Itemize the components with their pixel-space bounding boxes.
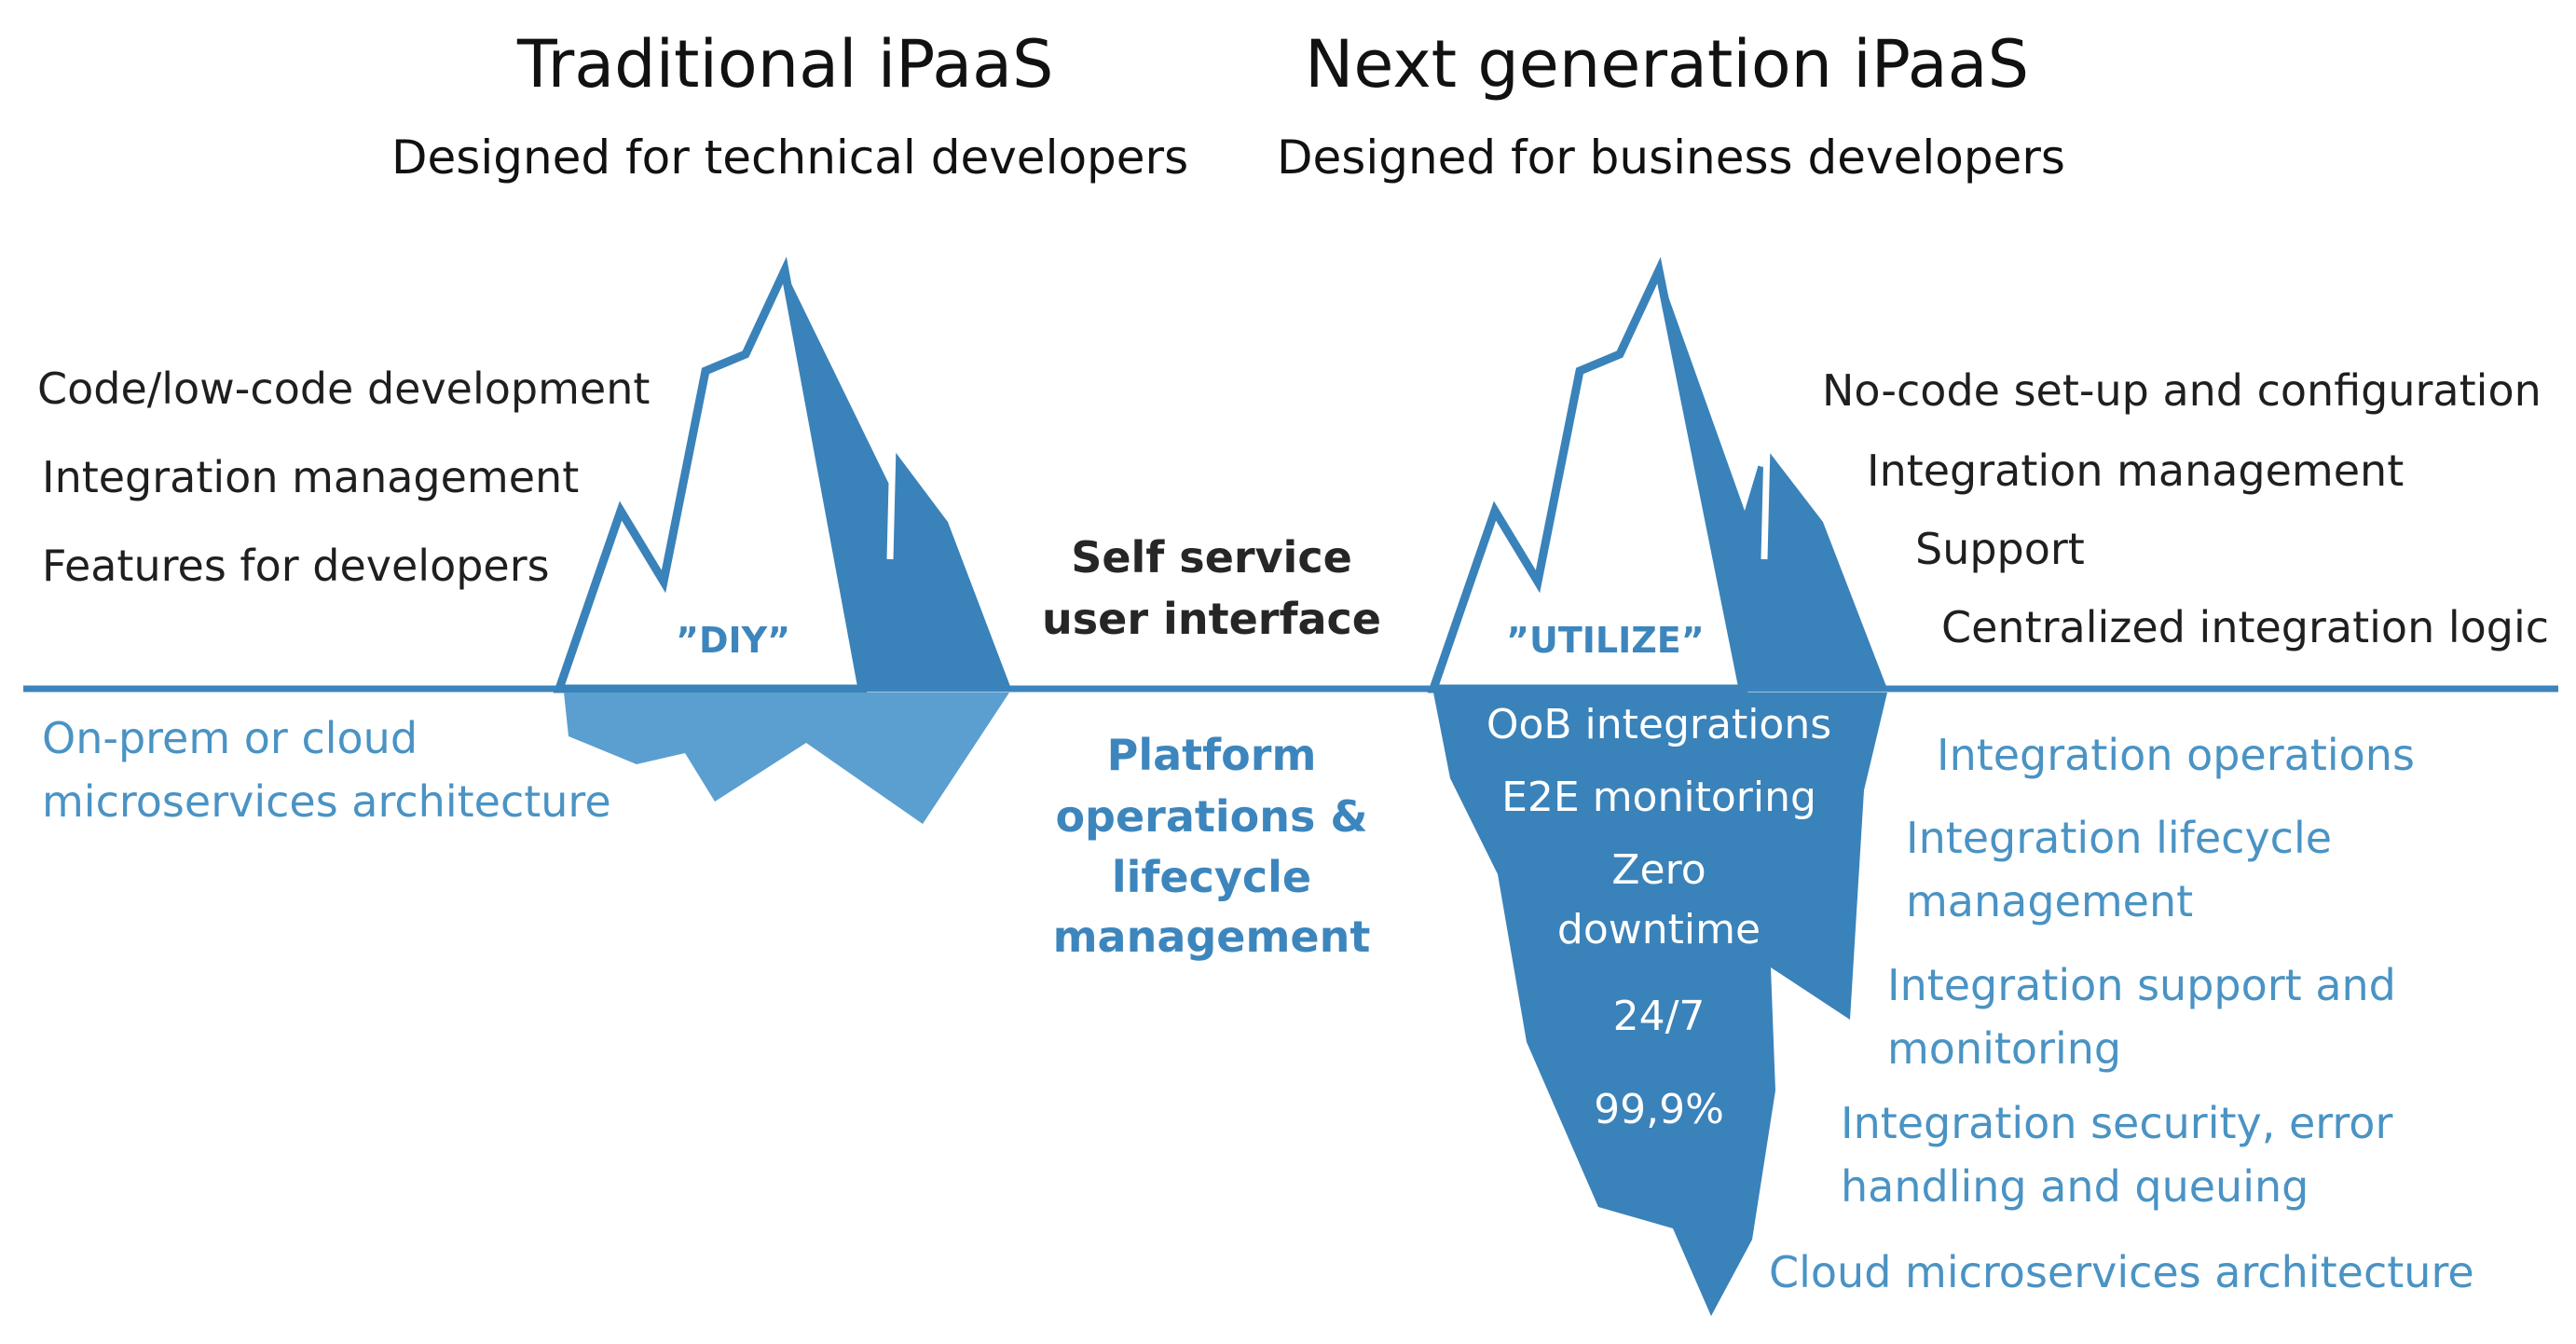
right-below-item: Integration operations xyxy=(1937,730,2415,780)
right-feature-item: Centralized integration logic xyxy=(1941,602,2550,652)
left-iceberg-peak xyxy=(553,256,868,693)
left-feature-item: Code/low-code development xyxy=(37,363,651,414)
left-subtitle: Designed for technical developers xyxy=(391,130,1189,185)
right-below-item: Integration lifecycle xyxy=(1906,813,2333,863)
right-below-item: Cloud microservices architecture xyxy=(1769,1247,2474,1297)
right-iceberg-ridge xyxy=(1756,444,1771,560)
right-iceberg-inner-item: Zero xyxy=(1611,846,1706,894)
right-iceberg-peak xyxy=(1427,256,1748,693)
middle-below-line: lifecycle xyxy=(1111,852,1312,902)
right-iceberg-inner-item: downtime xyxy=(1556,906,1761,953)
left-iceberg-shadow xyxy=(785,270,1011,689)
middle-below-line: operations & xyxy=(1055,791,1368,842)
right-iceberg-underwater xyxy=(1433,693,1887,1316)
right-feature-item: No-code set-up and configuration xyxy=(1822,365,2542,416)
right-below-item: management xyxy=(1906,876,2194,926)
right-below-item: Integration security, error xyxy=(1841,1098,2393,1148)
right-below-item: monitoring xyxy=(1887,1023,2122,1074)
left-iceberg-ridge xyxy=(882,444,897,560)
right-iceberg-inner-item: 99,9% xyxy=(1594,1086,1724,1133)
left-iceberg-underwater xyxy=(564,693,1009,824)
middle-above-line: Self service xyxy=(1071,532,1352,583)
left-title: Traditional iPaaS xyxy=(517,26,1054,103)
right-feature-item: Support xyxy=(1915,524,2085,574)
left-feature-item: Features for developers xyxy=(42,541,550,591)
middle-below-line: Platform xyxy=(1106,730,1317,780)
middle-above-line: user interface xyxy=(1042,594,1381,644)
left-architecture-line: microservices architecture xyxy=(42,776,611,827)
right-below-item: Integration support and xyxy=(1887,960,2396,1010)
right-subtitle: Designed for business developers xyxy=(1277,130,2065,185)
right-iceberg-shadow xyxy=(1659,270,1887,689)
middle-below-line: management xyxy=(1052,912,1371,962)
left-architecture-line: On-prem or cloud xyxy=(42,713,418,763)
right-iceberg-inner-item: 24/7 xyxy=(1612,993,1706,1040)
right-iceberg-inner-item: OoB integrations xyxy=(1486,701,1832,748)
right-iceberg-tag: ”UTILIZE” xyxy=(1506,620,1705,661)
right-iceberg-inner-item: E2E monitoring xyxy=(1501,774,1816,821)
left-feature-item: Integration management xyxy=(42,452,580,502)
right-below-item: handling and queuing xyxy=(1841,1161,2309,1212)
right-title: Next generation iPaaS xyxy=(1305,26,2030,103)
left-iceberg-tag: ”DIY” xyxy=(676,620,791,661)
right-feature-item: Integration management xyxy=(1867,446,2405,496)
